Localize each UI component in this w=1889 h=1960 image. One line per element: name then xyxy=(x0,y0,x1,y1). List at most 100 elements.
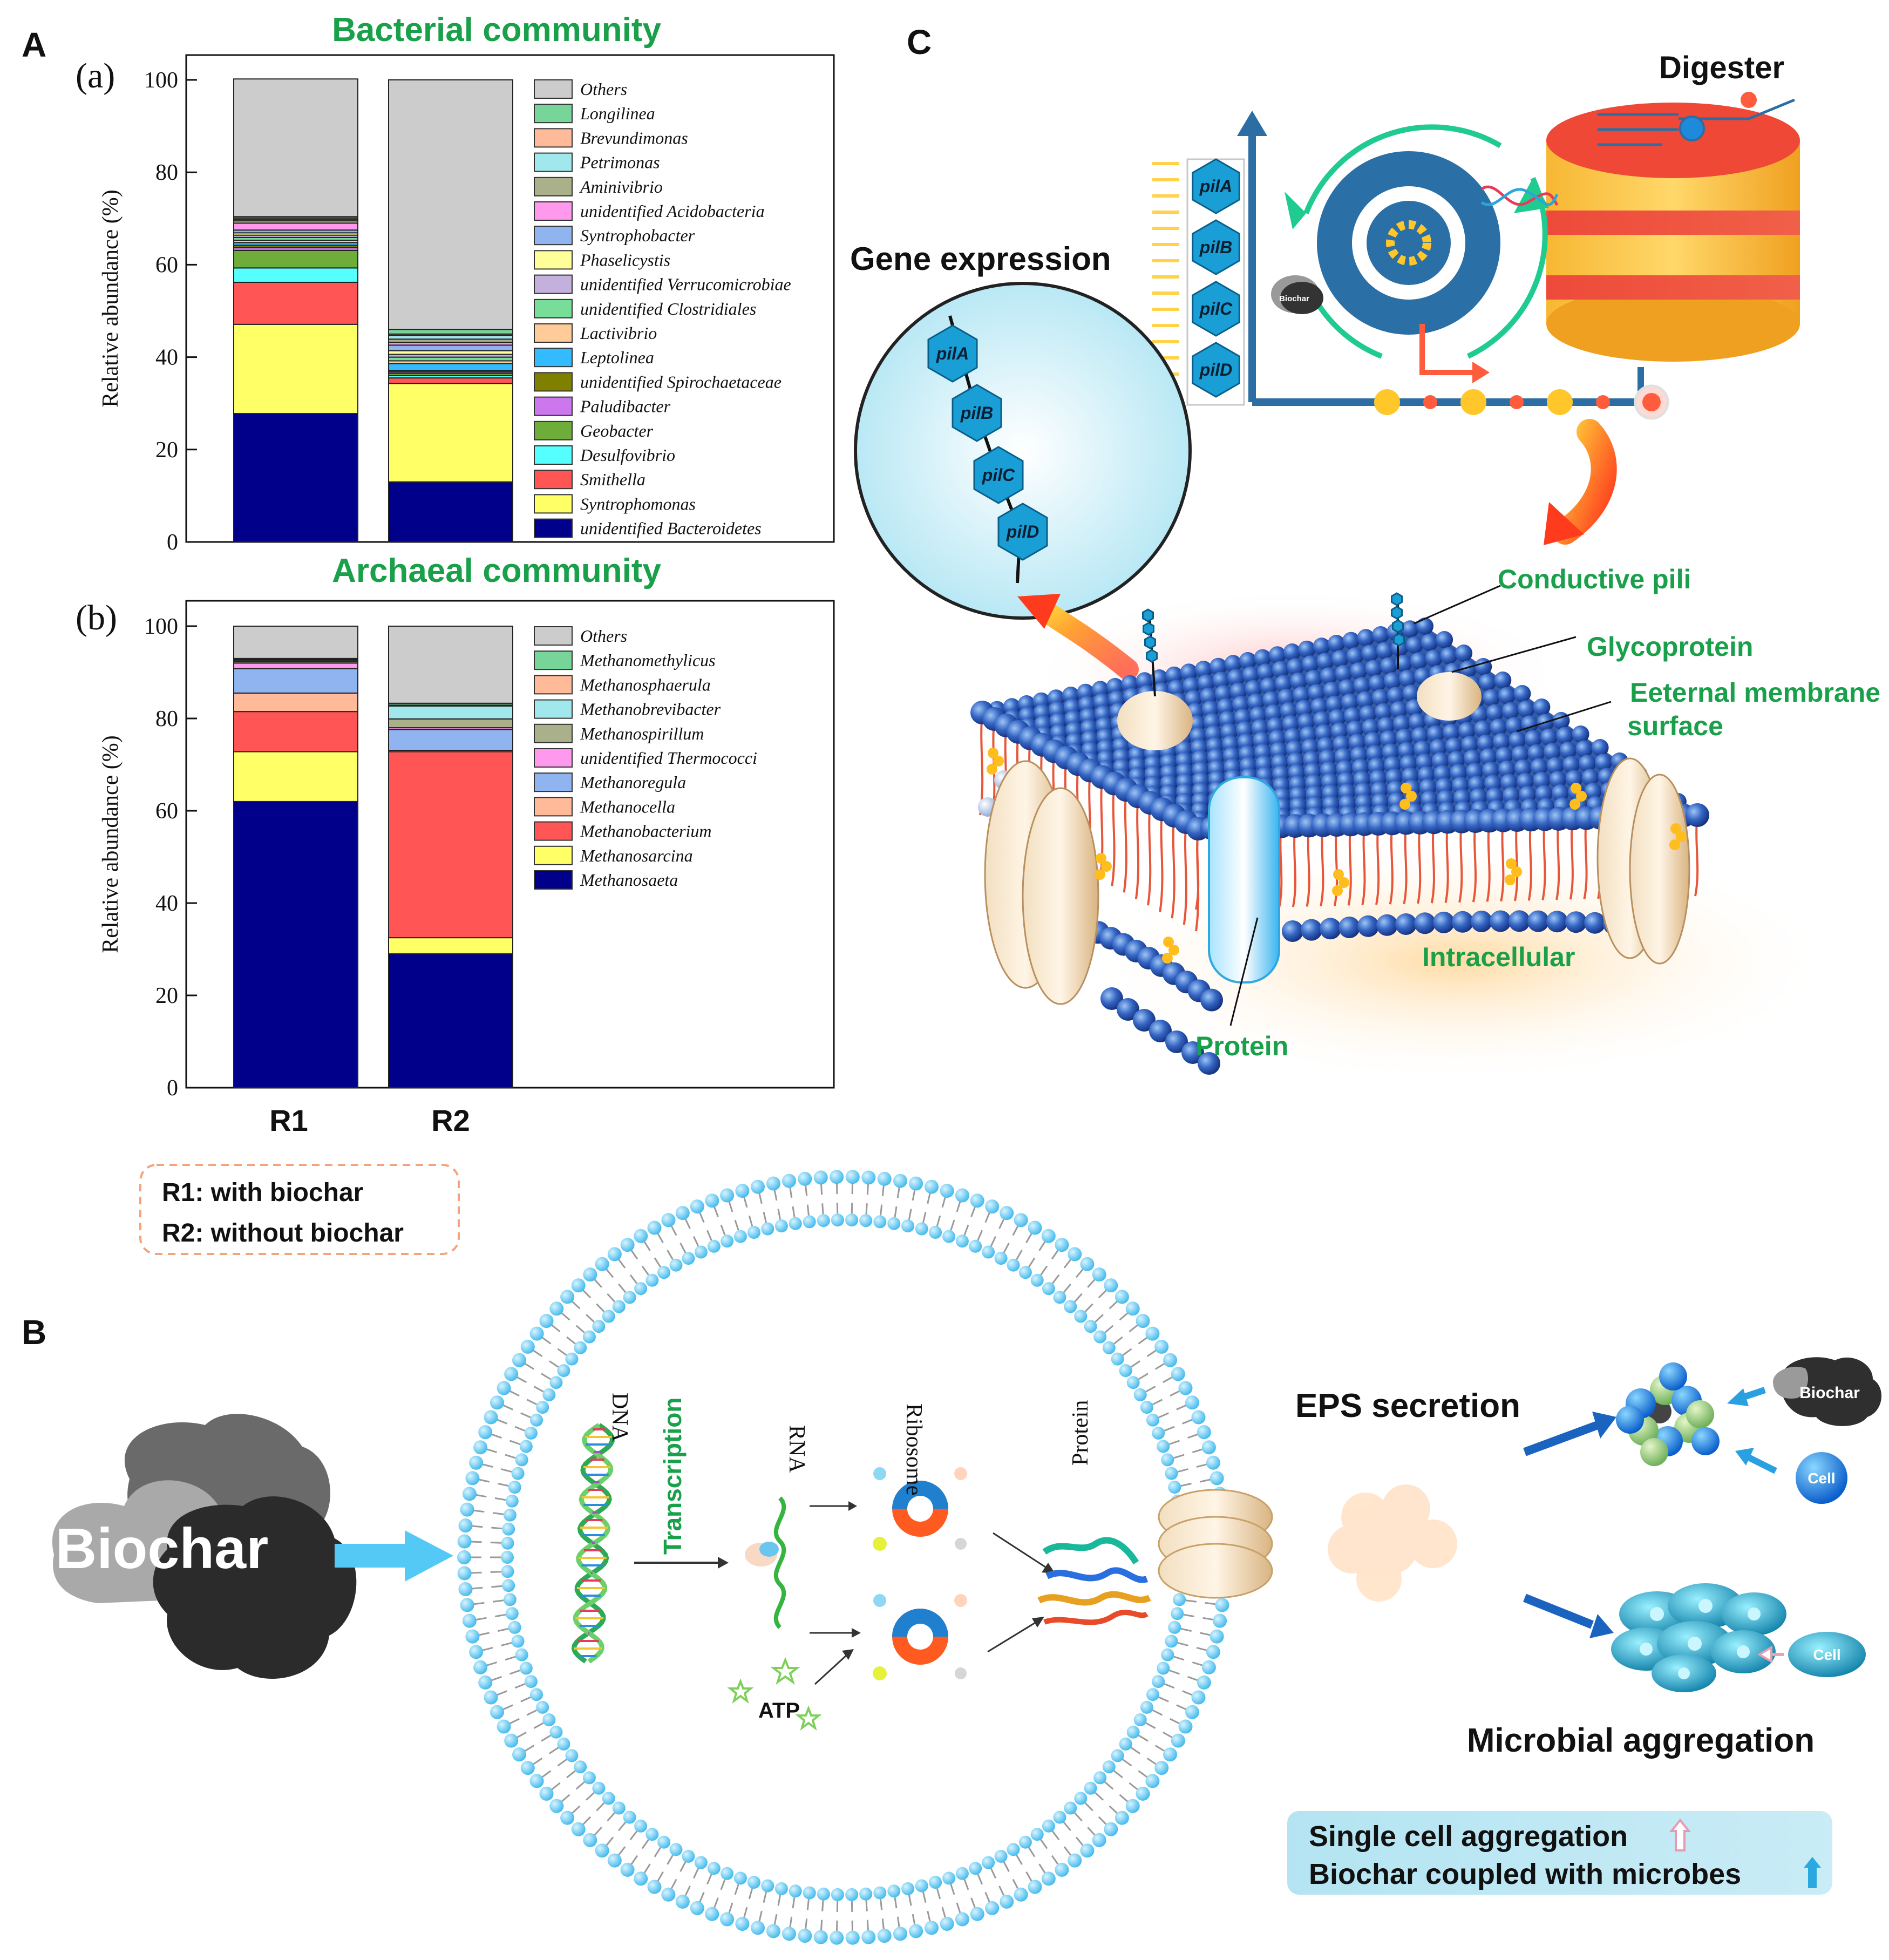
ring-head-outer xyxy=(909,1924,923,1938)
ring-tail xyxy=(491,1433,502,1439)
label-rna: RNA xyxy=(784,1425,809,1473)
ring-head-inner xyxy=(1093,1771,1107,1785)
panel-label-a: A xyxy=(22,25,46,64)
bar-segment xyxy=(233,662,358,669)
ring-head-outer xyxy=(647,1880,662,1894)
lipid-head xyxy=(1382,743,1399,761)
ring-head-inner xyxy=(901,1219,915,1233)
ring-head-inner xyxy=(1146,1413,1159,1427)
panel-c: C Digester Gene expression xyxy=(850,23,1880,1085)
legend-swatch xyxy=(534,626,573,646)
ring-head-outer xyxy=(465,1471,480,1486)
ring-tail xyxy=(594,1827,602,1836)
ring-tail xyxy=(881,1185,885,1196)
legend-swatch xyxy=(534,79,573,99)
gene-hexagon xyxy=(973,446,1024,504)
ring-head-inner xyxy=(845,1888,859,1901)
ring-head-inner xyxy=(994,1849,1008,1863)
lipid-head xyxy=(1498,760,1516,778)
lipid-head xyxy=(1398,669,1416,687)
gear-hub xyxy=(1402,236,1416,250)
gene-hexagon xyxy=(1393,633,1405,647)
lipid-head xyxy=(1239,652,1256,669)
lipid-head xyxy=(1375,703,1392,721)
ring-head-outer xyxy=(1215,1598,1229,1612)
ring-head-inner xyxy=(942,1230,956,1243)
ring-tail xyxy=(1038,1863,1046,1874)
ring-head-inner xyxy=(565,1352,579,1366)
ring-tail xyxy=(1087,1278,1096,1288)
ring-tail xyxy=(990,1236,997,1247)
small-biochar-label: Biochar xyxy=(1799,1384,1860,1402)
ring-head-inner xyxy=(982,1856,995,1869)
lipid-head xyxy=(1380,730,1397,748)
lipid-head xyxy=(1505,717,1523,735)
ring-tail xyxy=(1104,1781,1114,1790)
ring-head-outer xyxy=(462,1613,477,1628)
ring-tail xyxy=(670,1878,677,1889)
ring-tail xyxy=(509,1440,520,1445)
legend-note-box: R1: with biochar R2: without biochar xyxy=(139,1164,460,1255)
ring-head-inner xyxy=(774,1882,788,1895)
legend-label: Paludibacter xyxy=(580,397,671,416)
atp-group: ATP xyxy=(727,1649,854,1731)
ring-tail xyxy=(541,1770,552,1778)
lipid-head-bottom xyxy=(1117,998,1139,1021)
ring-tail xyxy=(494,1613,506,1618)
ring-head-inner xyxy=(789,1884,802,1898)
pili-stalk-hexagons xyxy=(1142,592,1405,663)
ring-head-inner xyxy=(519,1661,533,1675)
ring-head-outer xyxy=(469,1645,484,1659)
ring-tail xyxy=(667,1854,674,1865)
membrane-bottom-beads xyxy=(978,770,1681,1075)
ring-tail xyxy=(505,1454,516,1459)
ribosome-2-core xyxy=(907,1624,933,1650)
ring-head-outer xyxy=(1014,1887,1028,1902)
cylinder-bottom xyxy=(1546,286,1800,362)
timeline-dot-6 xyxy=(1596,395,1610,409)
ring-head-outer xyxy=(458,1518,473,1532)
ring-tail xyxy=(763,1212,767,1223)
legend-label: Lactivibrio xyxy=(580,323,657,343)
ring-tail xyxy=(734,1219,739,1231)
lipid-head xyxy=(1450,764,1467,782)
summary-line-2: Biochar coupled with microbes xyxy=(1309,1858,1741,1890)
lipid-head xyxy=(1546,757,1564,775)
ring-tail xyxy=(806,1204,810,1216)
ring-head-inner xyxy=(682,1252,695,1265)
ring-tail xyxy=(1095,1792,1104,1801)
ring-head-outer xyxy=(1191,1690,1206,1705)
ring-head-outer xyxy=(751,1921,765,1935)
ring-tail xyxy=(1098,1816,1107,1826)
lipid-tail xyxy=(1123,790,1127,893)
ring-head-inner xyxy=(1161,1648,1174,1661)
cylinder-band-2 xyxy=(1546,275,1800,300)
orange-curved-arrow xyxy=(1552,419,1617,545)
ring-tail xyxy=(524,1745,535,1752)
legend-swatch xyxy=(534,772,573,792)
legend-swatch xyxy=(534,372,573,392)
lipid-head xyxy=(1442,723,1460,741)
lipid-head xyxy=(1297,713,1315,731)
legend-label: Methanospirillum xyxy=(580,724,704,743)
ring-head-outer xyxy=(460,1598,474,1612)
ring-tail xyxy=(963,1224,969,1236)
ring-tail xyxy=(1196,1646,1207,1651)
legend-label: Methanosphaerula xyxy=(580,675,711,694)
ring-tail xyxy=(629,1830,638,1841)
ring-head-outer xyxy=(458,1582,473,1596)
ring-head-inner xyxy=(955,1867,969,1880)
lipid-head xyxy=(1301,655,1319,673)
ring-head-outer xyxy=(1125,1799,1140,1813)
ring-tail xyxy=(516,1376,527,1383)
lipid-head xyxy=(1278,688,1295,706)
orange-arrow-to-circle-head xyxy=(1017,594,1061,629)
ring-tail xyxy=(486,1448,498,1453)
lipid-head xyxy=(1185,690,1202,708)
ring-head-inner xyxy=(1171,1607,1184,1620)
y-tick-label: 100 xyxy=(144,614,178,639)
label-protein-b: Protein xyxy=(1068,1400,1093,1466)
ring-head-outer xyxy=(1068,1853,1082,1868)
ring-tail xyxy=(643,1241,651,1251)
lipid-head xyxy=(1242,666,1260,684)
